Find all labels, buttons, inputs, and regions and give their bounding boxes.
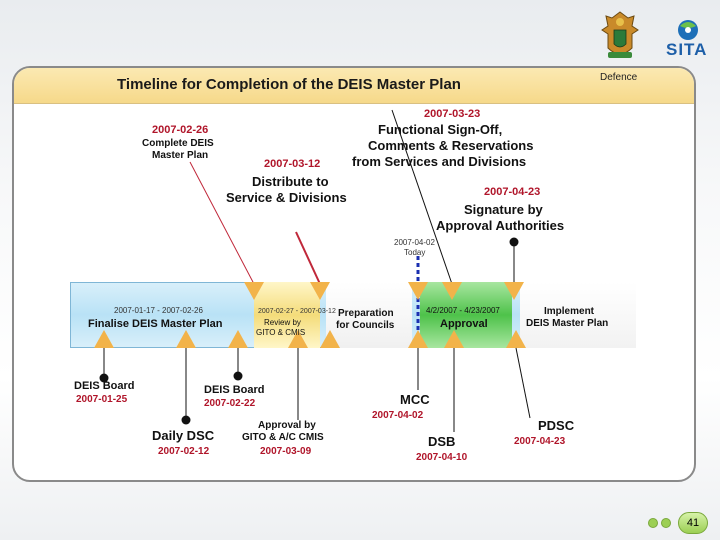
review-label-2: GITO & CMIS	[256, 328, 306, 337]
functional-signoff-label: Functional Sign-Off,	[378, 122, 503, 137]
sita-logo	[678, 20, 698, 40]
finalise-dates: 2007-01-17 - 2007-02-26	[114, 306, 203, 315]
approval-dates: 4/2/2007 - 4/23/2007	[426, 306, 500, 315]
org-label: Defence	[600, 72, 638, 83]
preparation-label-2: for Councils	[336, 320, 395, 331]
segment-preparation	[326, 282, 412, 348]
page-title: Timeline for Completion of the DEIS Mast…	[117, 76, 461, 93]
gito-approval-date: 2007-03-09	[260, 446, 312, 457]
dsb-date: 2007-04-10	[416, 452, 468, 463]
daily-dsc-date: 2007-02-12	[158, 446, 210, 457]
complete-master-plan-label-2: Master Plan	[152, 150, 209, 161]
gito-approval-label-2: GITO & A/C CMIS	[242, 432, 324, 443]
preparation-label: Preparation	[338, 308, 394, 319]
segment-implement	[520, 282, 636, 348]
segment-review	[254, 282, 320, 348]
distribute-label: Distribute to	[252, 174, 329, 189]
page-dot-1	[648, 518, 658, 528]
mcc-date: 2007-04-02	[372, 410, 424, 421]
functional-signoff-label-3: from Services and Divisions	[352, 154, 527, 169]
review-dates: 2007-02-27 - 2007-03-12	[258, 308, 336, 315]
today-date: 2007-04-02	[394, 238, 435, 247]
mcc-label: MCC	[400, 392, 430, 407]
dsb-label: DSB	[428, 434, 456, 449]
segment-approval	[420, 282, 512, 348]
deis-board-1-date: 2007-01-25	[76, 394, 128, 405]
pdsc-label: PDSC	[538, 418, 575, 433]
today-label: Today	[404, 248, 426, 257]
functional-signoff-label-2: Comments & Reservations	[368, 138, 534, 153]
pdsc-date: 2007-04-23	[514, 436, 566, 447]
signature-label-2: Approval Authorities	[436, 218, 565, 233]
signature-date: 2007-04-23	[484, 186, 541, 198]
deis-board-2-label: DEIS Board	[204, 384, 265, 396]
page-dot-2	[661, 518, 671, 528]
signature-label: Signature by	[464, 202, 543, 217]
implement-label: Implement	[544, 306, 595, 317]
distribute-date: 2007-03-12	[264, 158, 321, 170]
deis-board-2-date: 2007-02-22	[204, 398, 256, 409]
daily-dsc-label: Daily DSC	[152, 428, 215, 443]
content-frame	[12, 66, 696, 482]
approval-label: Approval	[440, 318, 488, 330]
page-number: 41	[678, 512, 708, 534]
functional-signoff-date: 2007-03-23	[424, 108, 481, 120]
gito-approval-label: Approval by	[258, 420, 316, 431]
page-indicator: 41	[648, 512, 710, 534]
deis-board-1-label: DEIS Board	[74, 380, 135, 392]
sita-wordmark: SITA	[666, 40, 708, 59]
complete-master-plan-label: Complete DEIS	[142, 138, 214, 149]
review-label: Review by	[264, 318, 301, 327]
coat-of-arms-logo	[601, 11, 639, 58]
complete-master-plan-date: 2007-02-26	[152, 124, 209, 136]
implement-label-2: DEIS Master Plan	[526, 318, 609, 329]
title-bar	[14, 68, 694, 104]
finalise-label: Finalise DEIS Master Plan	[88, 318, 223, 330]
distribute-label-2: Service & Divisions	[226, 190, 347, 205]
